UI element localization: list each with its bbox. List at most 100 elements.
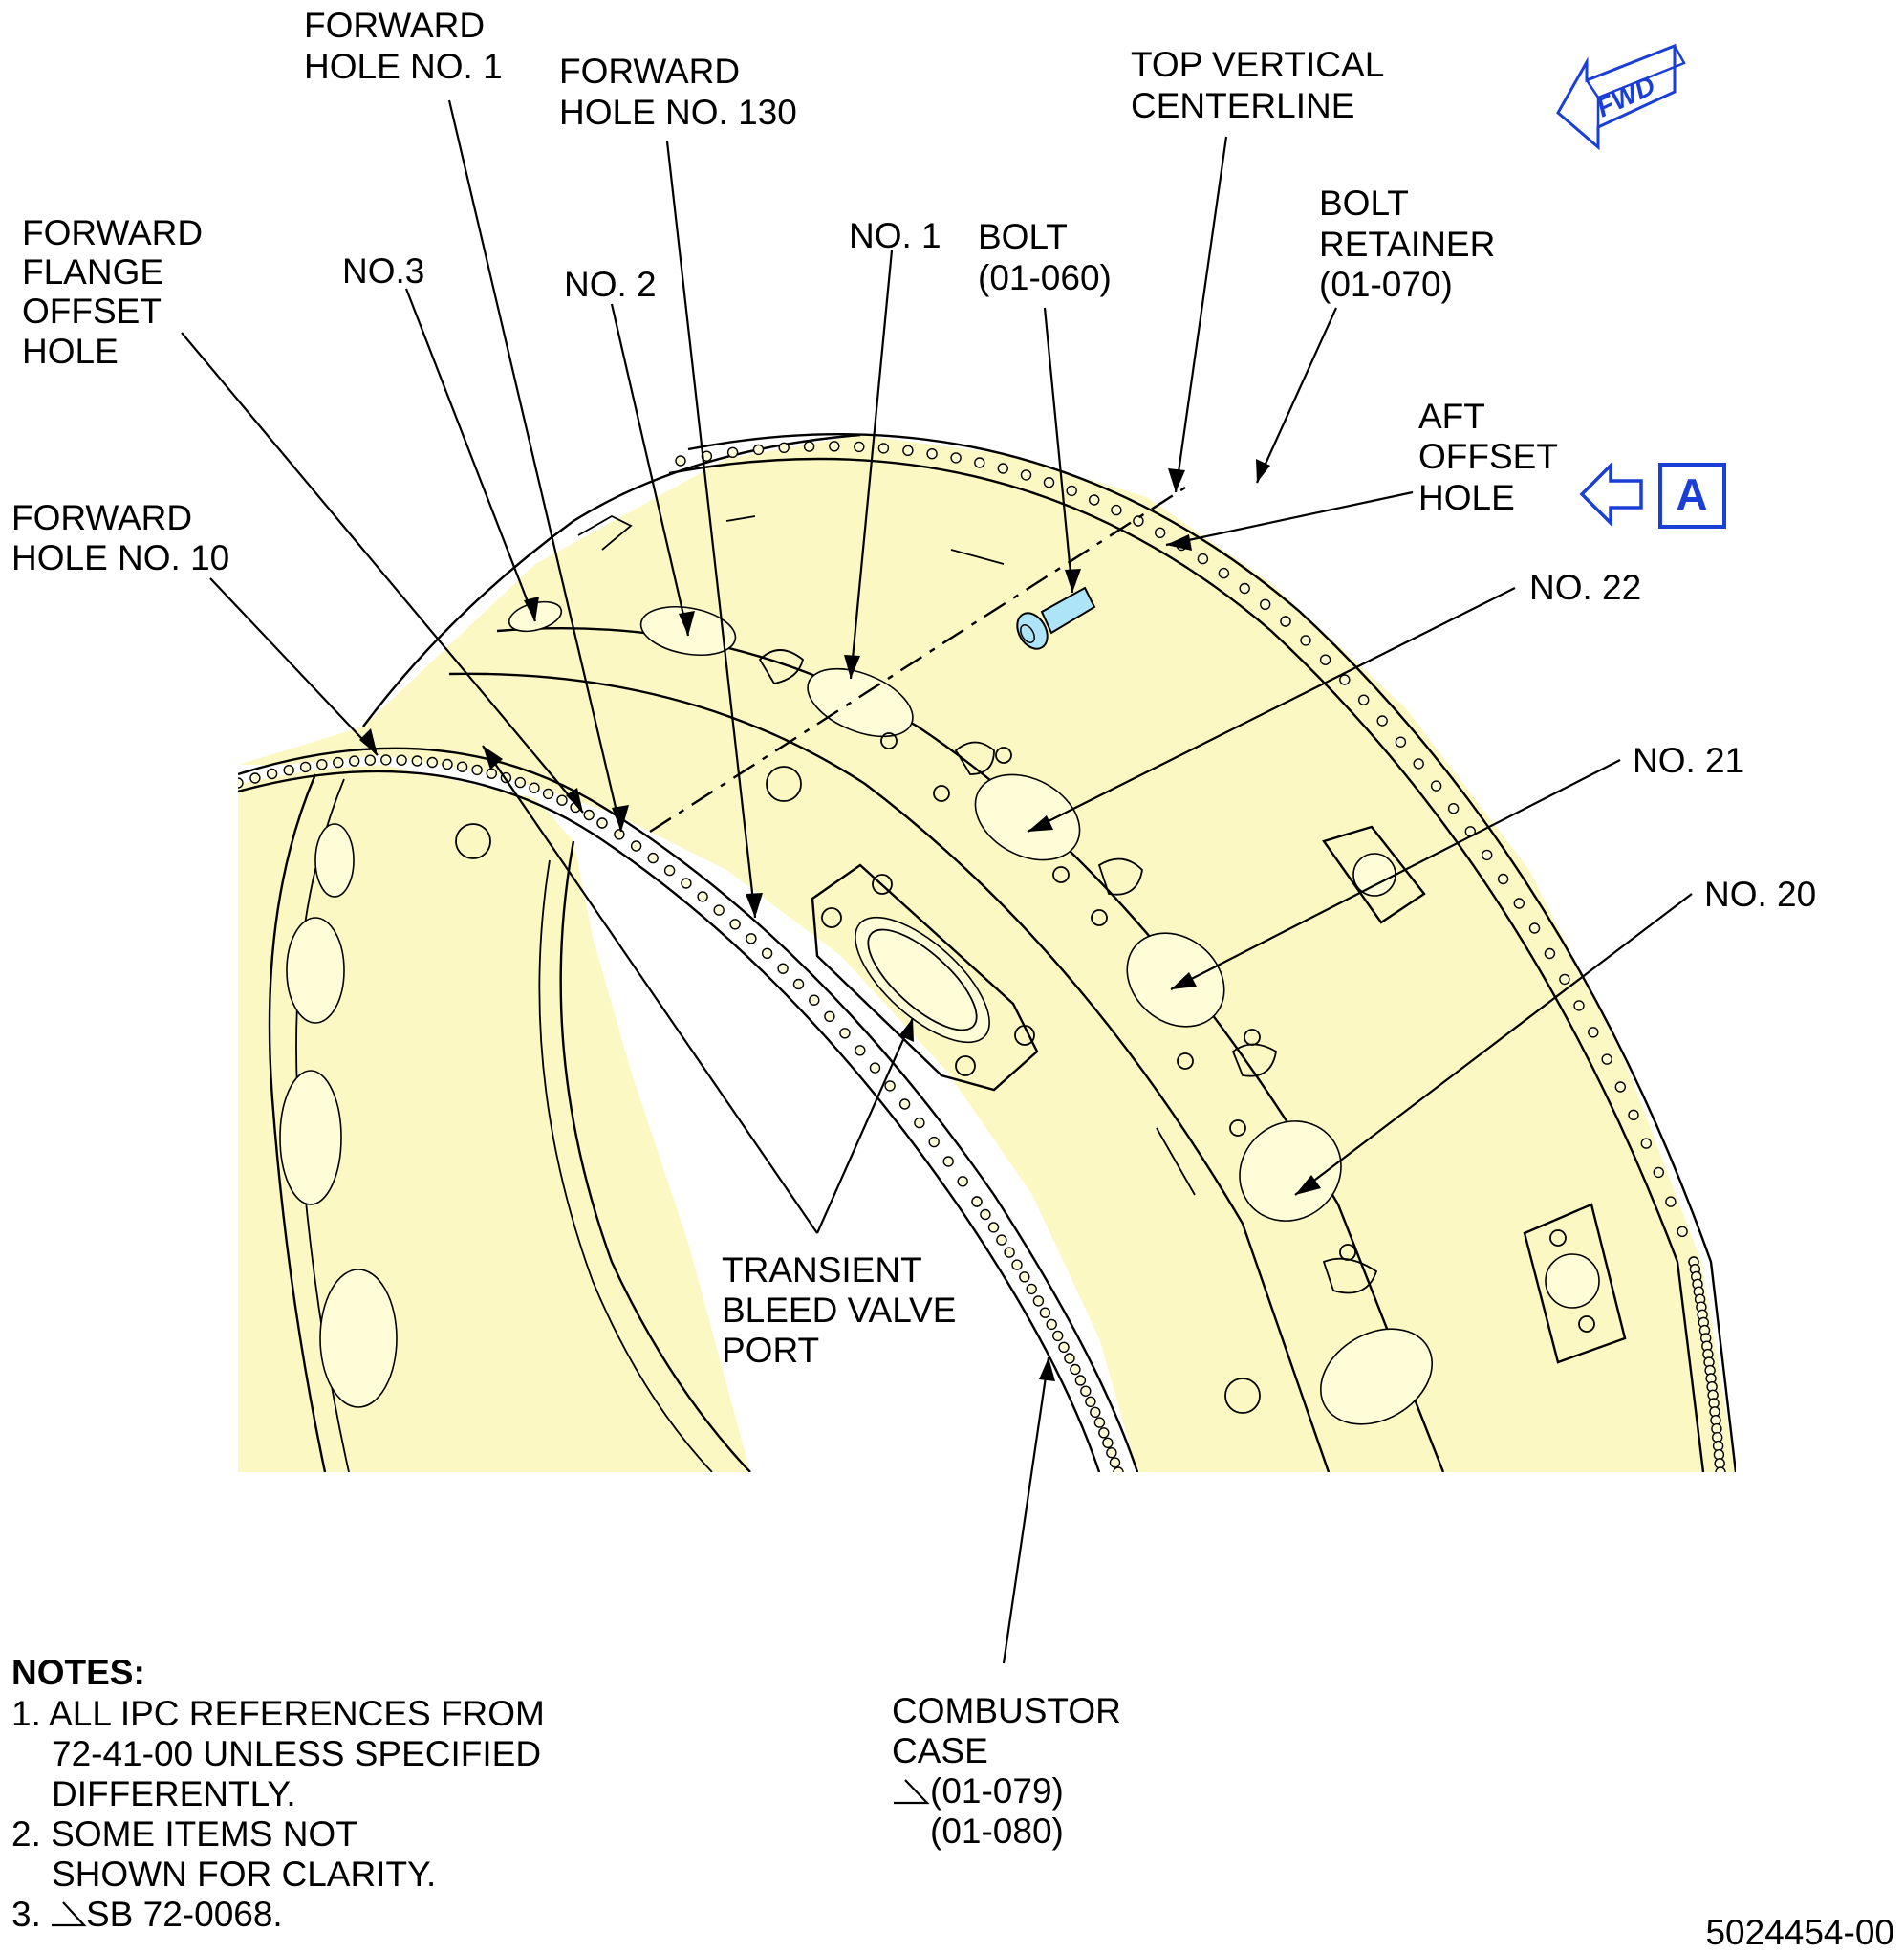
flange-bolt-hole [411, 755, 422, 767]
label-no-21: NO. 21 [1633, 741, 1744, 780]
flange-bolt-hole [1573, 1000, 1585, 1011]
sb-delta-symbol-icon [894, 1779, 930, 1805]
flange-bolt-hole [238, 777, 244, 789]
flange-bolt-hole [1020, 469, 1032, 481]
flange-bolt-hole [1259, 598, 1271, 610]
flange-bolt-hole [675, 455, 686, 467]
leader-no-1 [849, 250, 894, 680]
forward-flange-inner-edge [238, 770, 1101, 1472]
inner-ring-far-edge [268, 773, 327, 1472]
flange-bolt-hole [792, 978, 805, 990]
flange-bolt-hole [1357, 694, 1370, 705]
flange-bolt-hole [980, 1208, 991, 1221]
flange-bolt-hole [486, 768, 497, 779]
combustor-case-drawing [238, 432, 1736, 1472]
leader-tbv-port-right [815, 1017, 915, 1234]
flange-bolt-hole [1300, 635, 1311, 646]
note-3-delta-symbol-icon [52, 1901, 87, 1927]
flange-bolt-hole [1106, 1446, 1117, 1459]
label-no-20: NO. 20 [1704, 875, 1816, 914]
flange-bolt-hole [316, 759, 328, 770]
flange-bolt-hole [1133, 515, 1144, 527]
flange-bolt-hole [824, 1010, 835, 1023]
flange-bolt-hole [778, 442, 790, 453]
port-band-lower-edge [448, 672, 1331, 1472]
flange-bolt-hole [442, 758, 453, 770]
flange-bolt-hole [1197, 553, 1209, 565]
flange-bolt-hole [752, 444, 765, 456]
flange-bolt-hole [877, 443, 890, 454]
flange-bolt-hole [596, 817, 608, 829]
flange-bolt-hole [1102, 1437, 1114, 1449]
label-forward-hole-1: FORWARD HOLE NO. 1 [304, 6, 503, 86]
flange-bolt-hole [1058, 1341, 1070, 1354]
inner-ring-edge-1 [559, 840, 751, 1472]
flange-bolt-hole [971, 1196, 983, 1207]
label-top-vertical-centerline: TOP VERTICAL CENTERLINE [1131, 45, 1393, 125]
flange-bolt-hole [697, 891, 708, 902]
label-aft-offset-hole: AFT OFFSET HOLE [1418, 397, 1568, 517]
flange-bolt-hole [471, 764, 483, 776]
flange-bolt-hole [803, 441, 815, 452]
leader-forward-hole-130 [665, 141, 757, 919]
flange-bolt-hole [726, 446, 739, 458]
flange-bolt-hole [1026, 1283, 1037, 1295]
flange-bolt-hole [914, 1117, 925, 1129]
bolt-part [1016, 586, 1096, 650]
flange-bolt-hole [854, 441, 865, 453]
flange-bolt-hole [647, 852, 659, 864]
flange-bolt-hole [1588, 1027, 1599, 1038]
flange-bolt-hole [1066, 485, 1077, 497]
leader-arrowheads [359, 459, 1321, 1381]
leader-forward-flange-offset-hole [181, 332, 584, 814]
flange-bolt-hole [855, 1045, 866, 1056]
leader-lines [181, 99, 1693, 1664]
label-forward-hole-130: FORWARD HOLE NO. 130 [559, 52, 797, 132]
case-outer-body [238, 435, 1736, 1472]
aft-flange-inner-edge [668, 457, 1705, 1472]
leader-no-21 [1170, 759, 1621, 990]
port-band-bosses [758, 649, 1378, 1294]
flange-bolt-hole [333, 756, 344, 769]
flange-bolt-hole [1601, 1053, 1612, 1065]
flange-bolt-hole [898, 1098, 911, 1110]
flange-bolt-hole [283, 765, 294, 776]
flange-bolt-hole [396, 754, 407, 766]
flange-bolt-hole [1090, 1406, 1101, 1419]
flange-bolt-hole [349, 755, 360, 767]
notes-title: NOTES: [11, 1653, 145, 1692]
note-2: 2. SOME ITEMS NOT SHOWN FOR CLARITY. [11, 1814, 436, 1894]
flange-bolt-hole [1447, 803, 1460, 814]
aft-flange-outer-edge [687, 432, 1736, 1472]
flange-bolt-hole [1481, 849, 1493, 861]
leader-forward-hole-10 [209, 577, 379, 756]
flange-bolt-hole [1064, 1353, 1075, 1364]
surface-mark-2 [1156, 1127, 1196, 1196]
flange-bolt-hole [1665, 1196, 1677, 1207]
flange-bolt-hole [1544, 947, 1556, 960]
leader-no-3 [404, 288, 537, 622]
aft-band-bosses [455, 766, 1627, 1414]
flange-bolt-hole [1239, 582, 1250, 595]
leader-no-2 [610, 303, 690, 637]
callout-labels: FORWARD HOLE NO. 1 FORWARD HOLE NO. 130 … [11, 6, 1816, 1851]
leader-aft-offset-hole [1165, 490, 1414, 547]
flange-bolt-hole [942, 1156, 954, 1167]
flange-bolt-hole [987, 1222, 1000, 1233]
flange-bolt-hole [928, 1136, 940, 1148]
flange-bolt-hole [1039, 1307, 1051, 1318]
view-a-marker: A [1579, 461, 1726, 529]
flange-bolt-hole [1154, 527, 1166, 538]
leader-no-22 [1027, 587, 1516, 833]
leader-top-vertical-centerline [1174, 136, 1228, 493]
flange-bolt-hole [1653, 1166, 1665, 1179]
flange-bolt-hole [1074, 1375, 1087, 1386]
notes-block: NOTES: 1. ALL IPC REFERENCES FROM 72-41-… [11, 1653, 545, 1934]
flange-bolt-hole [1528, 922, 1541, 934]
transient-bleed-valve-port [811, 863, 1039, 1092]
label-combustor-case: COMBUSTOR CASE (01-079) (01-080) [892, 1691, 1131, 1851]
flange-bolt-hole [1280, 616, 1291, 627]
flange-bolt-hole [1430, 780, 1442, 792]
leader-bolt [1043, 307, 1074, 594]
